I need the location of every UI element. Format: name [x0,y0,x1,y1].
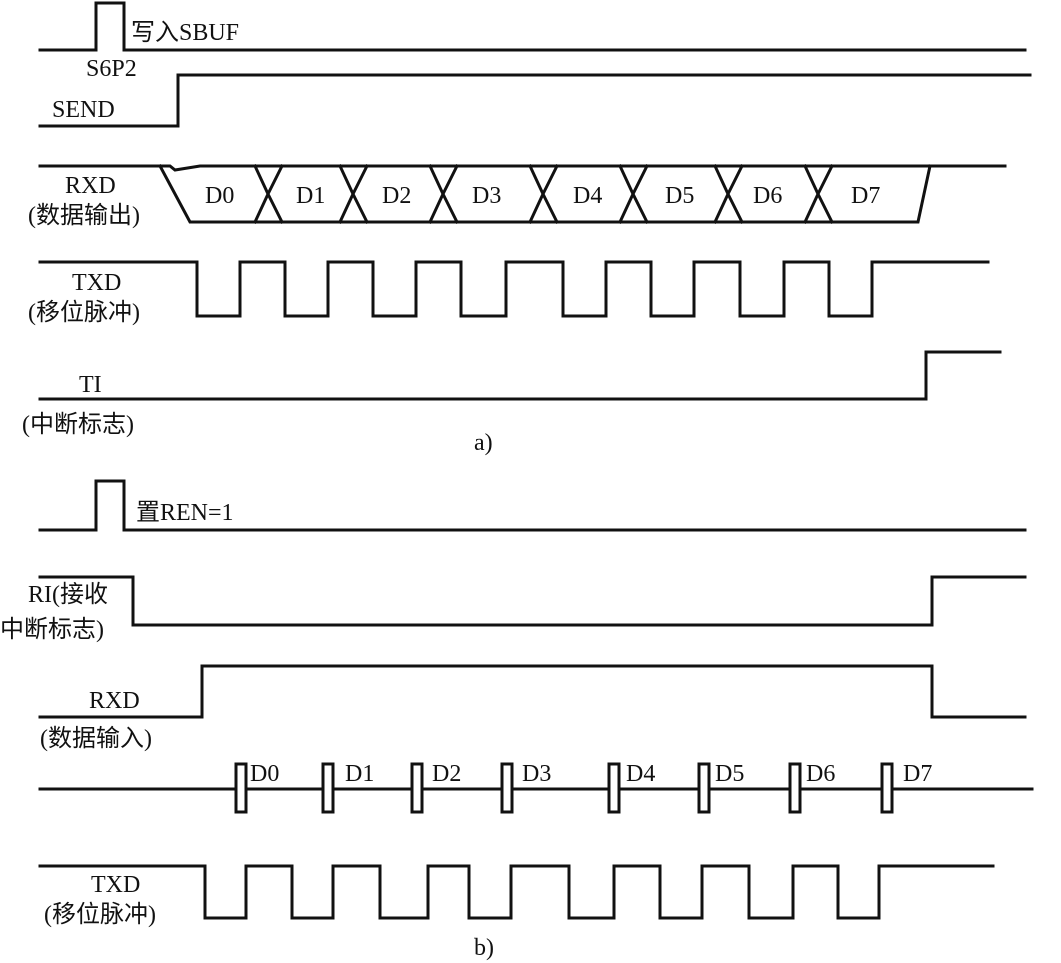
ti-label: TI [79,372,102,398]
write-sbuf-waveform [38,1,1027,52]
rxd-input-sublabel: (数据输入) [40,725,152,752]
rxd-output-bit-d6: D6 [753,183,782,209]
part-a-caption: a) [474,430,493,456]
rxd-output-bit-d3: D3 [472,183,501,209]
txd-label-a: TXD [72,270,121,296]
rxd-output-bit-d2: D2 [382,183,411,209]
sample-marker-d2 [410,762,424,814]
sample-marker-d4 [607,762,621,814]
set-ren-waveform [38,479,1027,532]
sample-bit-d0: D0 [250,761,279,787]
rxd-output-bit-d7: D7 [851,183,880,209]
ri-label: RI(接收 [28,581,108,608]
rxd-output-bit-d1: D1 [296,183,325,209]
sample-bit-d3: D3 [522,761,551,787]
s6p2-label: S6P2 [86,56,137,82]
txd-shift-waveform-b [38,864,995,920]
sample-bit-d2: D2 [432,761,461,787]
set-ren-annotation: 置REN=1 [136,500,234,526]
sample-marker-d7 [880,762,894,814]
txd-shift-waveform-a [38,260,990,318]
rxd-output-bit-d5: D5 [665,183,694,209]
rxd-output-waveform [38,163,1007,225]
rxd-output-sublabel: (数据输出) [28,202,140,229]
rxd-output-bit-d4: D4 [573,183,602,209]
txd-label-b: TXD [91,872,140,898]
rxd-output-bus [157,163,1007,224]
send-label: SEND [52,97,115,123]
part-b-caption: b) [474,935,494,961]
txd-sublabel-b: (移位脉冲) [44,901,156,928]
txd-sublabel-a: (移位脉冲) [28,299,140,326]
sample-marker-d3 [500,762,514,814]
ti-sublabel: (中断标志) [22,411,134,438]
ri-waveform [38,575,1027,627]
rxd-output-transitions [253,163,835,225]
sample-marker-d1 [321,762,335,814]
sample-bit-d6: D6 [806,761,835,787]
rxd-output-bit-d0: D0 [205,183,234,209]
sample-bit-d4: D4 [626,761,655,787]
sample-bit-d1: D1 [345,761,374,787]
sample-bit-d7: D7 [903,761,932,787]
rxd-output-label: RXD [65,173,116,199]
send-waveform [38,73,1032,128]
part-a: 写入SBUF S6P2 SEND D0 D1 D2 D3 D4 D5 D6 D7… [22,1,1032,456]
part-b: 置REN=1 RI(接收 中断标志) RXD (数据输入) D0 D1 D2 D… [0,479,1034,961]
sample-marker-d0 [234,762,248,814]
rxd-input-label: RXD [89,688,140,714]
write-sbuf-annotation: 写入SBUF [131,20,239,46]
ri-sublabel: 中断标志) [0,616,104,643]
ti-waveform [38,350,1002,401]
sample-marker-d6 [788,762,802,814]
sample-bit-d5: D5 [715,761,744,787]
sample-marker-d5 [697,762,711,814]
rxd-output-top-edge [158,164,932,172]
rxd-input-waveform [38,664,1027,719]
